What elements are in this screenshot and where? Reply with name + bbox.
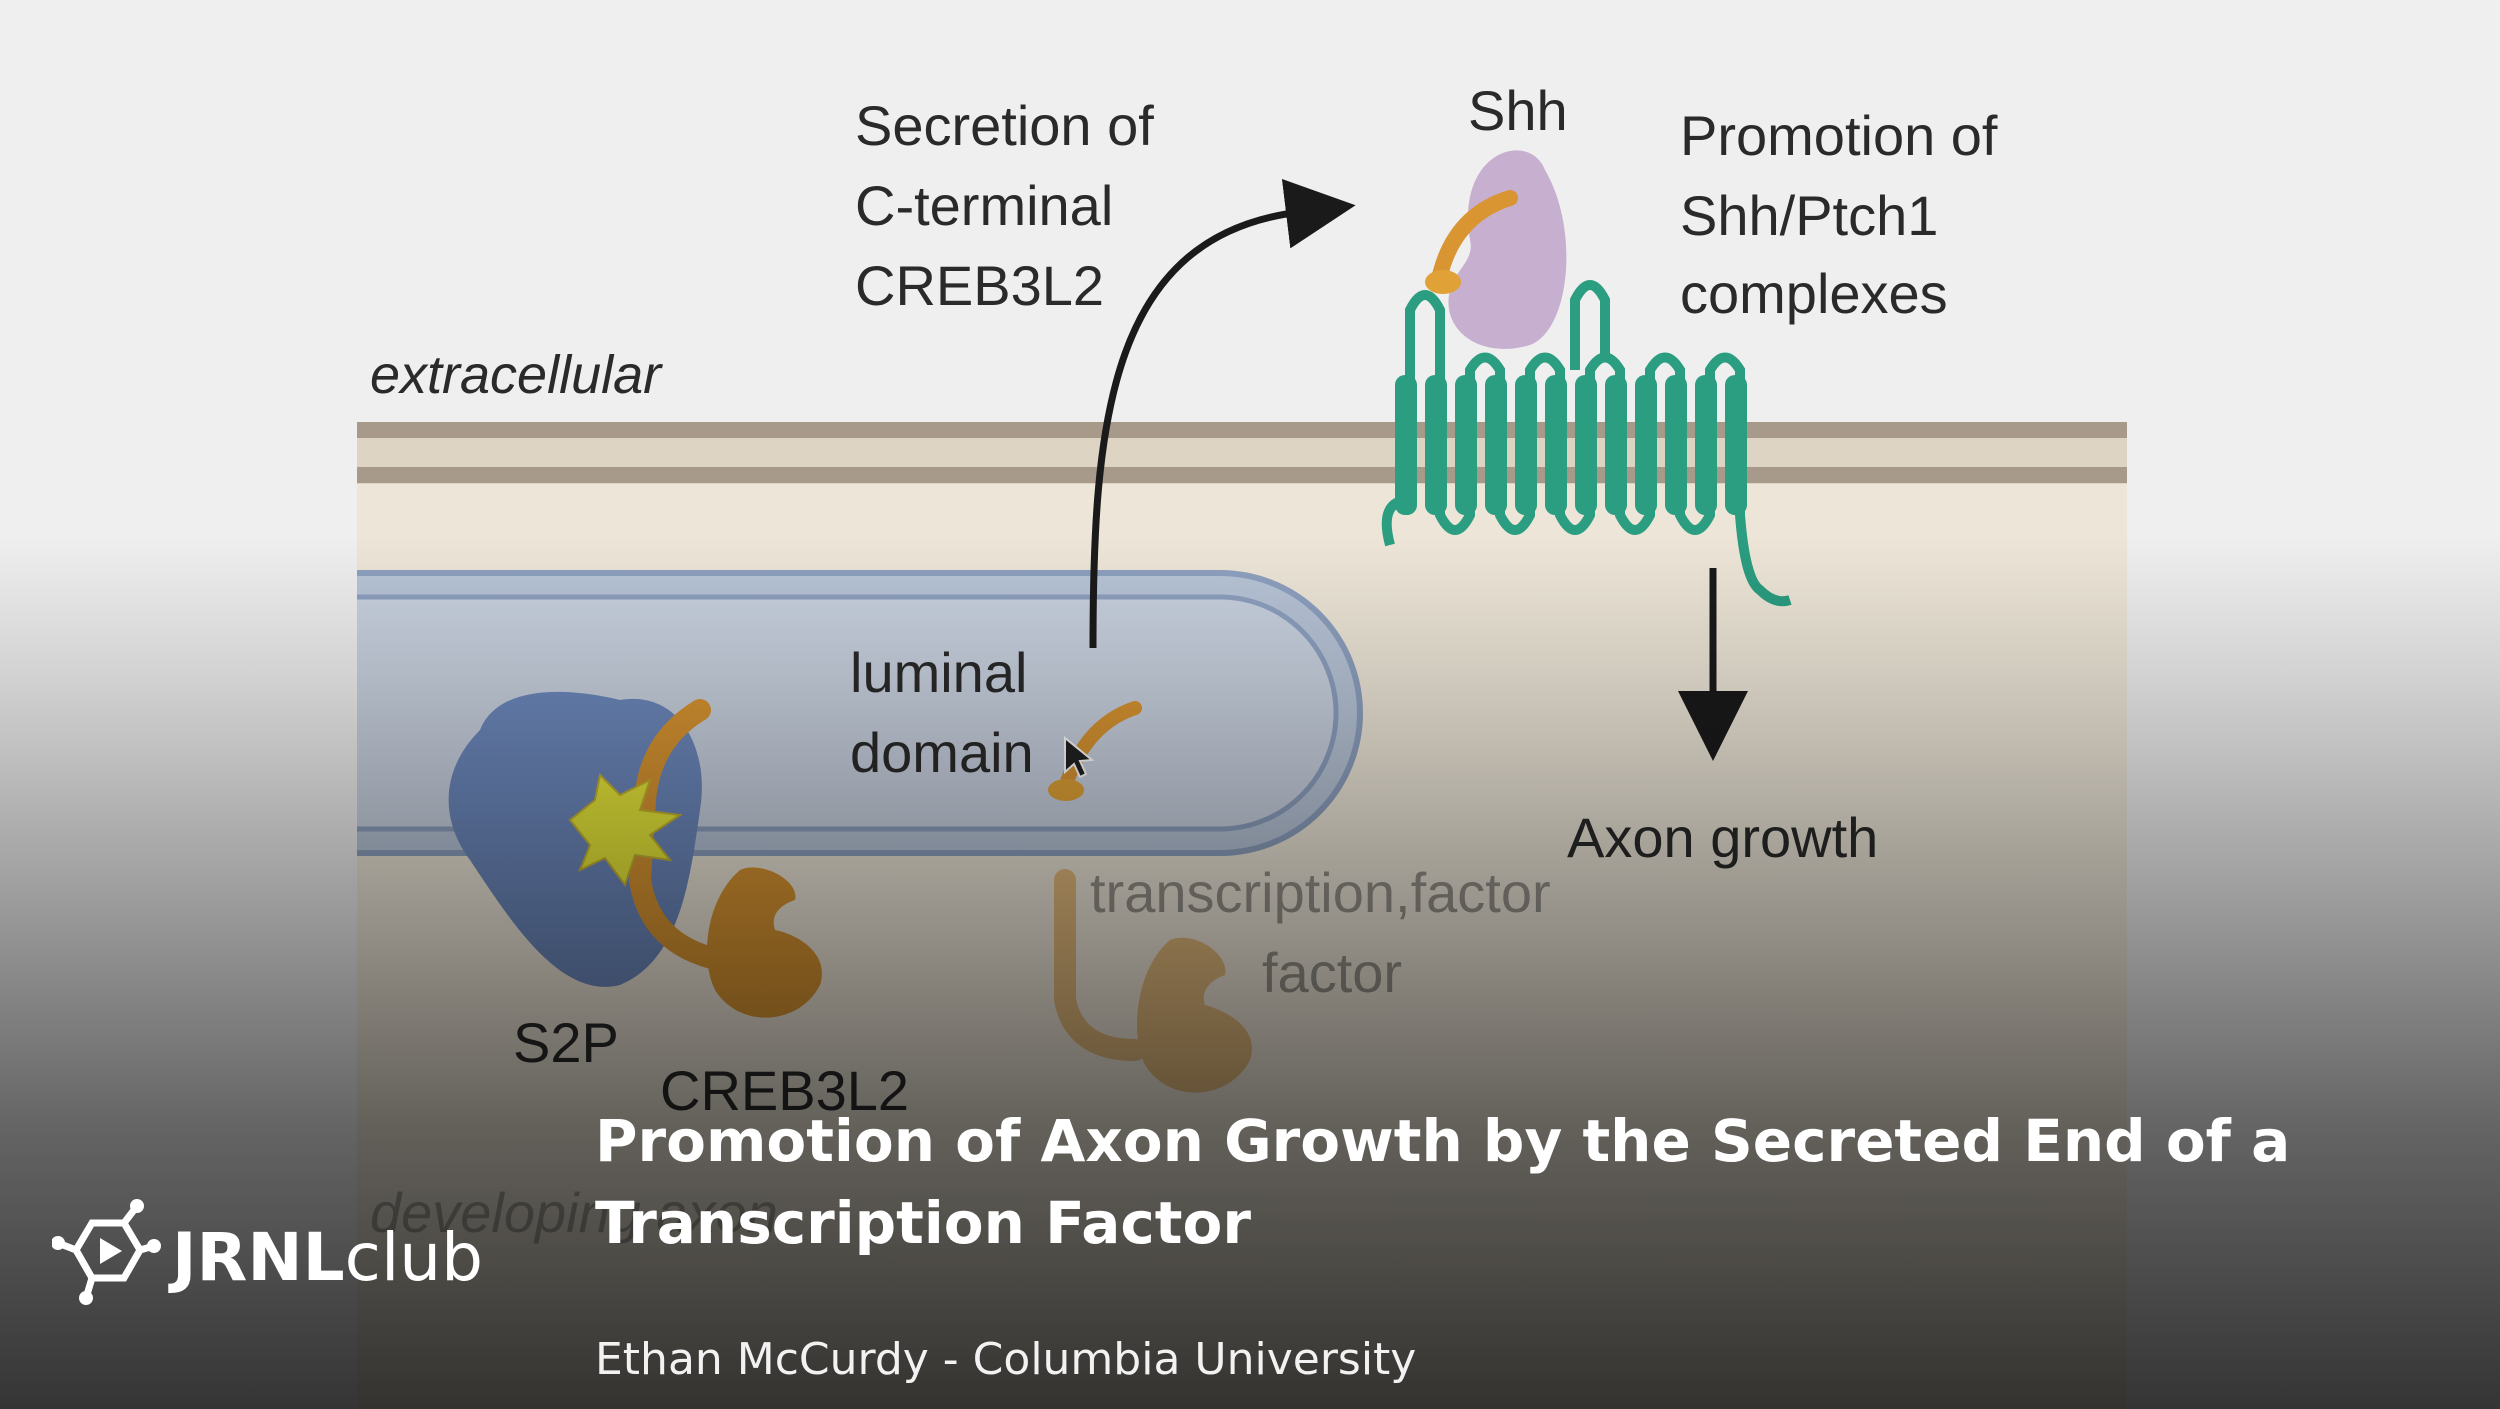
- logo-wordmark-light: club: [344, 1219, 484, 1296]
- label-shh: Shh: [1468, 79, 1568, 142]
- shh-ligand: [1448, 150, 1567, 349]
- logo-wordmark: JRNLclub: [172, 1218, 483, 1298]
- plasma-membrane: [357, 422, 2127, 484]
- jrnlclub-logo: JRNLclub: [52, 1198, 512, 1318]
- label-luminal-2: domain: [850, 721, 1034, 784]
- label-factor-bind: factor: [1262, 941, 1402, 1004]
- label-secretion-2: C-terminal: [855, 174, 1113, 237]
- label-secretion-3: CREB3L2: [855, 254, 1104, 317]
- label-extracellular: extracellular: [370, 345, 663, 405]
- label-transcription: transcription,factor: [1090, 861, 1551, 924]
- label-luminal-1: luminal: [850, 641, 1027, 704]
- label-s2p: S2P: [513, 1011, 619, 1074]
- label-promotion-2: Shh/Ptch1: [1680, 184, 1938, 247]
- label-axon-growth: Axon growth: [1567, 806, 1878, 869]
- label-promotion-1: Promotion of: [1680, 104, 1998, 167]
- video-title: Promotion of Axon Growth by the Secreted…: [595, 1107, 2291, 1257]
- label-secretion-1: Secretion of: [855, 94, 1154, 157]
- label-promotion-3: complexes: [1680, 262, 1948, 325]
- molecule-play-icon: [52, 1199, 161, 1305]
- logo-wordmark-bold: JRNL: [172, 1219, 345, 1296]
- video-author: Ethan McCurdy - Columbia University: [595, 1334, 1417, 1385]
